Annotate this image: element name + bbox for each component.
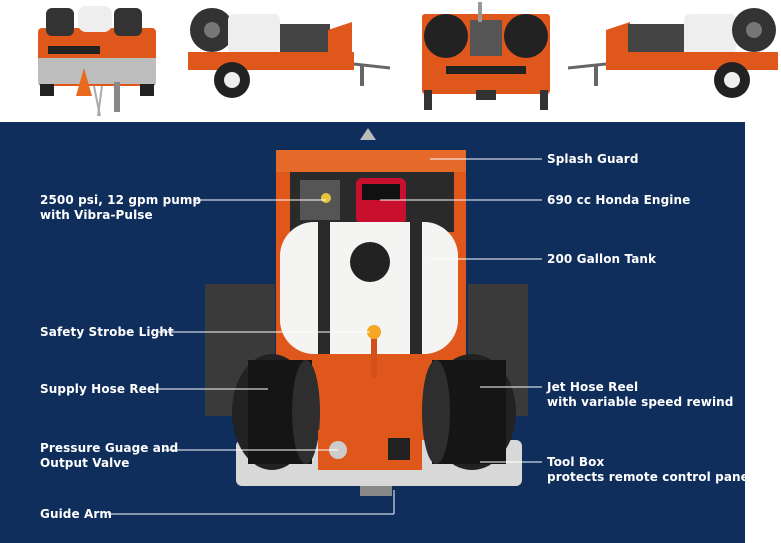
callout-text: Safety Strobe Light (40, 325, 174, 339)
callout-text: 690 cc Honda Engine (547, 193, 691, 207)
thumbnail-front-view[interactable] (416, 0, 556, 120)
callout-text: Pressure Guage and (40, 441, 179, 455)
pump-fitting (321, 193, 331, 203)
callout-honda-engine: 690 cc Honda Engine (547, 193, 690, 208)
callout-text: 200 Gallon Tank (547, 252, 657, 266)
callout-text: Splash Guard (547, 152, 639, 166)
callout-strobe: Safety Strobe Light (40, 325, 174, 340)
callout-tank: 200 Gallon Tank (547, 252, 656, 267)
thumbnail-rear-view[interactable] (28, 0, 168, 120)
callout-guide-arm: Guide Arm (40, 507, 112, 522)
thumbnail-right-side-view[interactable] (566, 0, 781, 120)
tank-strap-left (318, 222, 330, 354)
thumbnail-left-side-view[interactable] (184, 0, 394, 120)
tank-strap-right (410, 222, 422, 354)
callout-text: protects remote control panel (547, 470, 754, 484)
callout-lines (108, 158, 542, 515)
callout-text: Output Valve (40, 456, 130, 470)
callout-supply-reel: Supply Hose Reel (40, 382, 159, 397)
guide-arm (360, 486, 392, 496)
engine-cover (362, 184, 400, 200)
callout-splash-guard: Splash Guard (547, 152, 639, 167)
splash-guard (276, 150, 466, 172)
callout-text: Guide Arm (40, 507, 113, 521)
strobe-post (371, 338, 377, 378)
output-valve (388, 438, 410, 460)
strobe-light (367, 325, 381, 339)
callout-text: with variable speed rewind (547, 395, 734, 409)
callout-jet-reel: Jet Hose Reel with variable speed rewind (547, 380, 734, 410)
tank-lid (350, 242, 390, 282)
callout-text: with Vibra-Pulse (40, 208, 153, 222)
callout-text: 2500 psi, 12 gpm pump (40, 193, 202, 207)
hitch (360, 128, 376, 140)
callout-gauge: Pressure Guage and Output Valve (40, 441, 178, 471)
callout-text: Tool Box (547, 455, 605, 469)
callout-text: Supply Hose Reel (40, 382, 160, 396)
callout-tool-box: Tool Box protects remote control panel (547, 455, 753, 485)
supply-hose-reel (232, 354, 320, 470)
callout-pump: 2500 psi, 12 gpm pump with Vibra-Pulse (40, 193, 201, 223)
jet-hose-reel (422, 354, 516, 470)
thumbnail-strip (0, 0, 781, 122)
callout-text: Jet Hose Reel (547, 380, 639, 394)
